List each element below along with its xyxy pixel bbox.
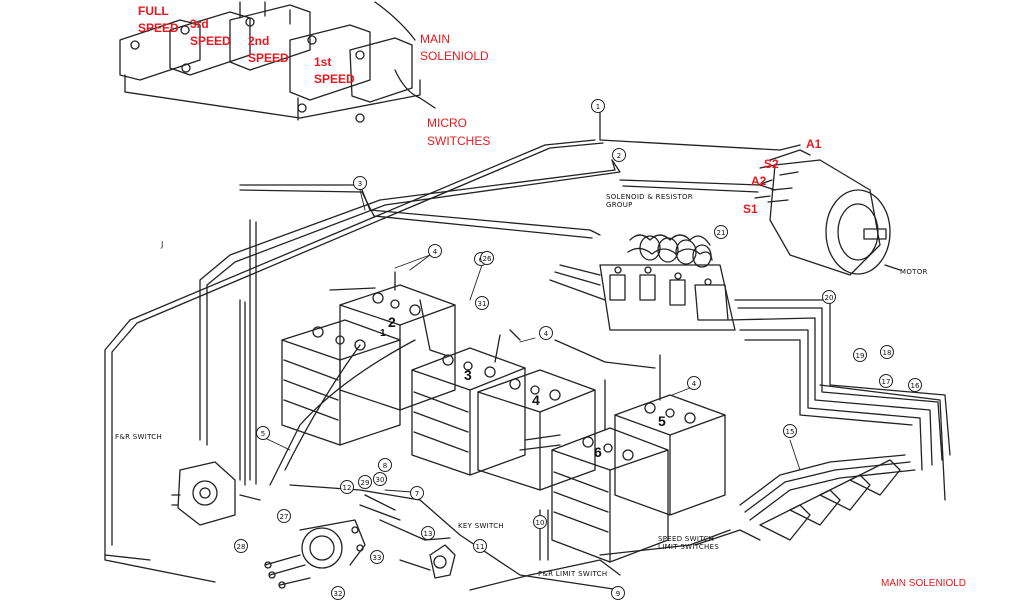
callout-7: 7 (410, 486, 424, 500)
second-speed-line2: SPEED (248, 51, 289, 65)
main-solenoid-line1: MAIN (420, 32, 450, 46)
callout-27: 27 (277, 509, 291, 523)
callout-4c: 4 (687, 376, 701, 390)
speed-switch-line1: SPEED SWITCH (658, 535, 715, 543)
solenoid-cluster (119, 1, 436, 123)
callout-4b: 4 (539, 326, 553, 340)
callout-17: 17 (879, 374, 893, 388)
fr-switch (104, 461, 261, 561)
callout-2: 2 (612, 148, 626, 162)
motor-terminal-a1: A1 (806, 137, 822, 151)
fr-switch-label: F&R SWITCH (115, 433, 163, 441)
second-speed-line1: 2nd (248, 34, 270, 48)
micro-switches-label: MICRO SWITCHES (427, 116, 490, 148)
callout-16: 16 (908, 378, 922, 392)
callout-33: 33 (370, 550, 384, 564)
callout-4a: 4 (428, 244, 442, 258)
micro-switches-line2: SWITCHES (427, 134, 491, 148)
solenoid-resistor-group (549, 234, 951, 471)
motor-terminal-s1: S1 (743, 202, 758, 216)
callout-28: 28 (234, 539, 248, 553)
first-speed-label: 1st SPEED (314, 55, 355, 86)
callout-20: 20 (822, 290, 836, 304)
callout-32: 32 (331, 586, 345, 600)
battery-3-label: 3 (464, 367, 472, 383)
solenoid-group-line1: SOLENOID & RESISTOR (606, 193, 693, 201)
callout-15: 15 (783, 424, 797, 438)
solenoid-group-line2: GROUP (606, 201, 633, 209)
second-speed-label: 2nd SPEED (248, 34, 289, 65)
first-speed-line2: SPEED (314, 72, 355, 86)
full-speed-line2: SPEED (138, 21, 179, 35)
callout-30: 30 (373, 472, 387, 486)
full-speed-label: FULL SPEED (138, 4, 179, 35)
full-speed-line1: FULL (138, 4, 169, 18)
callout-leaders (264, 189, 801, 493)
battery-5-label: 5 (658, 413, 666, 429)
first-speed-line1: 1st (314, 55, 332, 69)
main-solenoid-line2: SOLENIOLD (420, 49, 489, 63)
battery-4-label: 4 (532, 392, 540, 408)
limit-switches (694, 454, 916, 546)
callout-10: 10 (533, 515, 547, 529)
callout-26: 26 (480, 251, 494, 265)
motor-terminal-s2: S2 (764, 157, 779, 171)
callout-12: 12 (340, 480, 354, 494)
third-speed-line1: 3rd (190, 17, 209, 31)
callout-8: 8 (378, 458, 392, 472)
main-cables (104, 109, 801, 583)
battery-6-label: 6 (594, 444, 602, 460)
motor (754, 149, 901, 276)
battery-bank (269, 271, 726, 563)
main-solenoid-label: MAIN SOLENIOLD (420, 32, 489, 63)
key-switch (379, 519, 456, 579)
callout-3: 3 (353, 176, 367, 190)
callout-5: 5 (256, 426, 270, 440)
callout-18: 18 (880, 345, 894, 359)
motor-terminal-a2: A2 (751, 174, 767, 188)
speed-switch-label: SPEED SWITCH LIMIT SWITCHES (658, 535, 719, 551)
callout-9: 9 (611, 586, 625, 600)
fuse-parts (264, 494, 401, 589)
fr-limit-switch-label: F&R LIMIT SWITCH (538, 570, 608, 578)
callout-13: 13 (421, 526, 435, 540)
charger-receptacle (299, 519, 366, 569)
callout-21: 21 (714, 225, 728, 239)
callout-29: 29 (358, 475, 372, 489)
battery-1-label: 1 (380, 328, 386, 339)
battery-2-label: 2 (388, 314, 396, 330)
key-switch-label: KEY SWITCH (458, 522, 504, 530)
callout-1: 1 (591, 99, 605, 113)
micro-switches-line1: MICRO (427, 116, 467, 130)
third-speed-label: 3rd SPEED (190, 17, 231, 48)
speed-switch-line2: LIMIT SWITCHES (658, 543, 720, 551)
stray-mark: J (161, 240, 164, 249)
motor-label: MOTOR (900, 268, 928, 276)
callout-11: 11 (473, 539, 487, 553)
main-solenoid-bottom-label: MAIN SOLENIOLD (881, 578, 967, 589)
callout-19: 19 (853, 348, 867, 362)
solenoid-group-label: SOLENOID & RESISTOR GROUP (606, 193, 693, 209)
callout-31: 31 (475, 296, 489, 310)
third-speed-line2: SPEED (190, 34, 231, 48)
